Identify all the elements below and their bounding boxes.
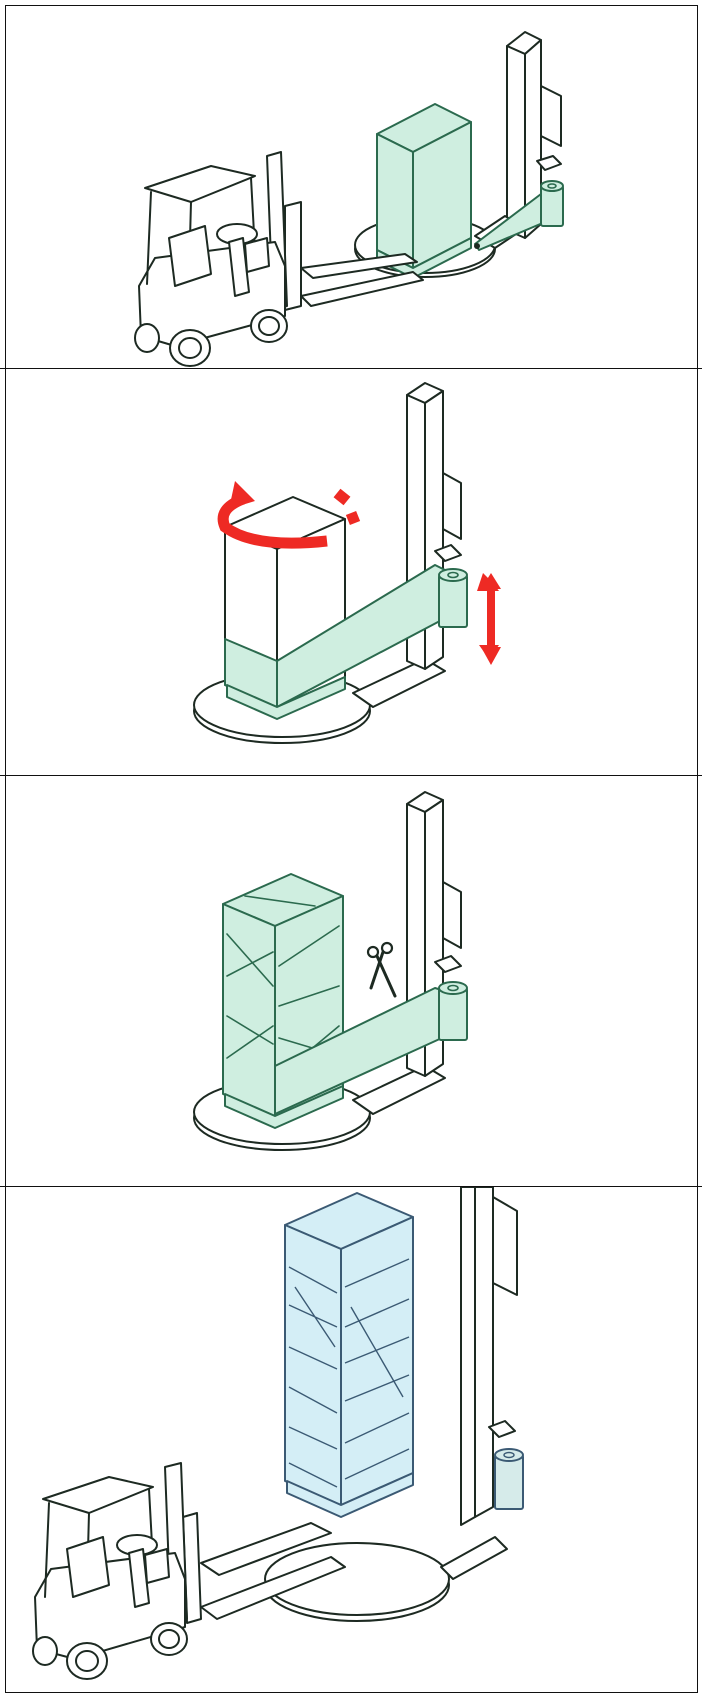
panel-divider (0, 368, 702, 369)
step-1-load-pallet-panel (5, 6, 698, 368)
film-roll (438, 568, 468, 628)
film-roll (494, 1448, 524, 1510)
step-4-illustration (32, 1187, 524, 1680)
step-3-cut-film-panel (5, 776, 698, 1186)
up-down-arrow (477, 573, 501, 665)
wrapped-load (284, 1192, 414, 1518)
panel-divider (0, 775, 702, 776)
forklift (32, 1462, 346, 1680)
step-1-illustration (134, 31, 564, 367)
step-4-unload-panel (5, 1187, 698, 1692)
step-2-illustration (193, 382, 501, 744)
pallet-load (376, 103, 472, 279)
panel-divider (0, 1186, 702, 1187)
diagram-frame (5, 5, 698, 1693)
rotate-arrow (217, 481, 361, 549)
step-3-illustration (193, 791, 468, 1151)
film-clamp (474, 243, 480, 249)
forklift (134, 151, 424, 367)
film-roll (438, 981, 468, 1041)
film-roll (540, 180, 564, 227)
mast (460, 1187, 518, 1526)
step-2-wrapping-panel (5, 369, 698, 775)
scissors-icon (366, 941, 397, 998)
